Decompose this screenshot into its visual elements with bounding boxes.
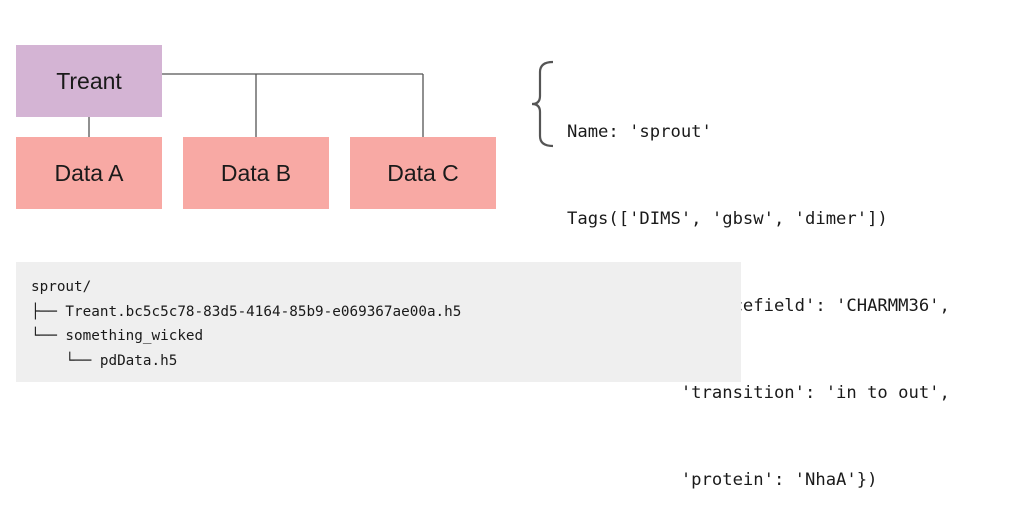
- metadata-tags-line: Tags(['DIMS', 'gbsw', 'dimer']): [567, 209, 888, 229]
- data-a-node: Data A: [16, 137, 162, 209]
- file-tree-line: └── something_wicked: [31, 328, 204, 344]
- file-tree-line: ├── Treant.bc5c5c78-83d5-4164-85b9-e0693…: [31, 303, 462, 320]
- treant-node: Treant: [16, 45, 162, 117]
- file-tree-panel: sprout/ ├── Treant.bc5c5c78-83d5-4164-85…: [16, 262, 741, 382]
- file-tree-line: └── pdData.h5: [31, 352, 178, 369]
- metadata-categories-line: 'protein': 'NhaA'}): [567, 470, 878, 490]
- data-b-node: Data B: [183, 137, 329, 209]
- metadata-categories-line: 'transition': 'in to out',: [567, 383, 950, 403]
- metadata-name-line: Name: 'sprout': [567, 122, 712, 142]
- tree-connector-lines: [88, 73, 424, 137]
- file-tree-line: sprout/: [31, 279, 92, 295]
- treant-diagram: [88, 60, 554, 148]
- curly-brace-icon: [531, 60, 554, 148]
- data-c-node: Data C: [350, 137, 496, 209]
